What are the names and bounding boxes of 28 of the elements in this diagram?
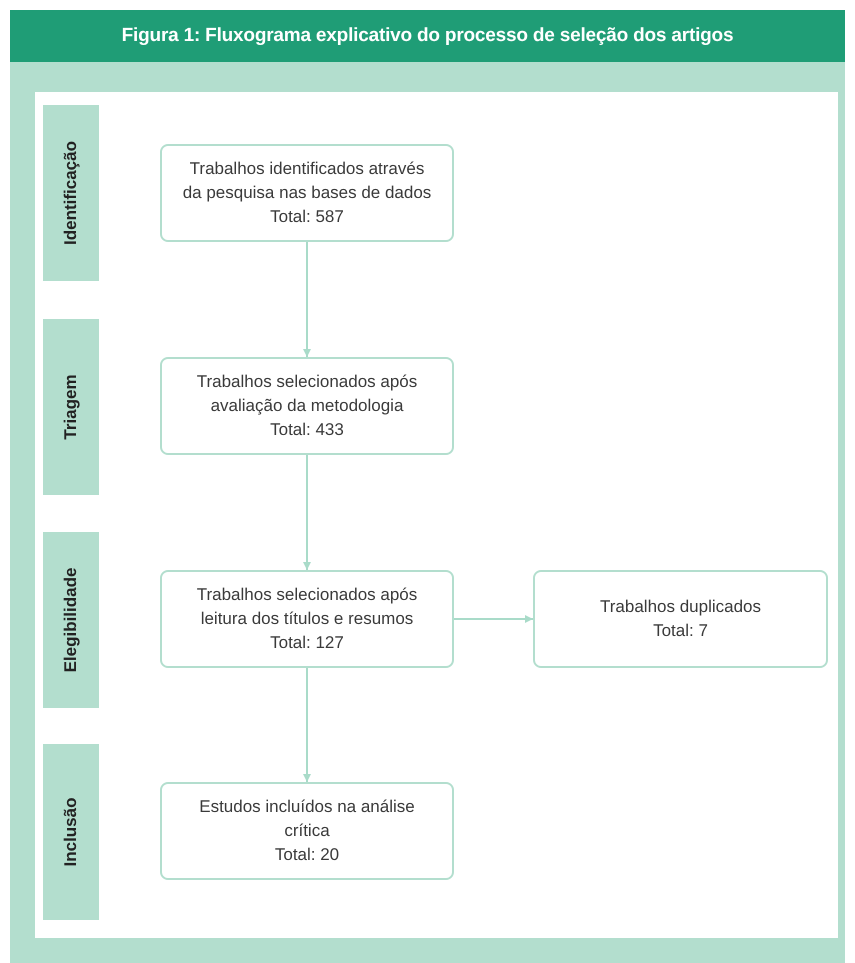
total-count: Total: 433 xyxy=(270,419,344,441)
stage-band xyxy=(43,319,99,495)
process-box xyxy=(533,570,828,668)
total-count: Total: 20 xyxy=(274,844,340,866)
arrow xyxy=(303,242,311,357)
total-count: Trabalhos selecionados após leitura dos títulos e resumos xyxy=(196,584,418,630)
stage-band xyxy=(43,105,99,281)
process-box xyxy=(160,570,454,668)
stage-label: Inclusão xyxy=(61,798,81,866)
stage-band xyxy=(43,744,99,920)
stage-band xyxy=(43,532,99,708)
process-box xyxy=(160,144,454,242)
total-count: Total: 587 xyxy=(270,206,344,228)
arrow xyxy=(303,668,311,782)
arrow xyxy=(303,455,311,570)
process-box xyxy=(160,357,454,455)
process-box xyxy=(160,782,454,880)
stage-label: Identificação xyxy=(61,141,81,245)
total-count: Trabalhos duplicados xyxy=(600,596,761,618)
total-count: Total: 127 xyxy=(270,632,344,654)
stage-label: Elegibilidade xyxy=(61,568,81,672)
arrow xyxy=(454,615,533,623)
total-count: Estudos incluídos na análise crítica xyxy=(198,796,416,842)
figure-title: Figura 1: Fluxograma explicativo do processo de seleção dos artigos xyxy=(120,24,734,48)
total-count: Trabalhos identificados através da pesquisa nas bases de dados xyxy=(182,158,432,204)
total-count: Trabalhos selecionados após avaliação da metodologia xyxy=(196,371,418,417)
total-count: Total: 7 xyxy=(653,620,708,642)
stage-label: Triagem xyxy=(61,374,81,440)
